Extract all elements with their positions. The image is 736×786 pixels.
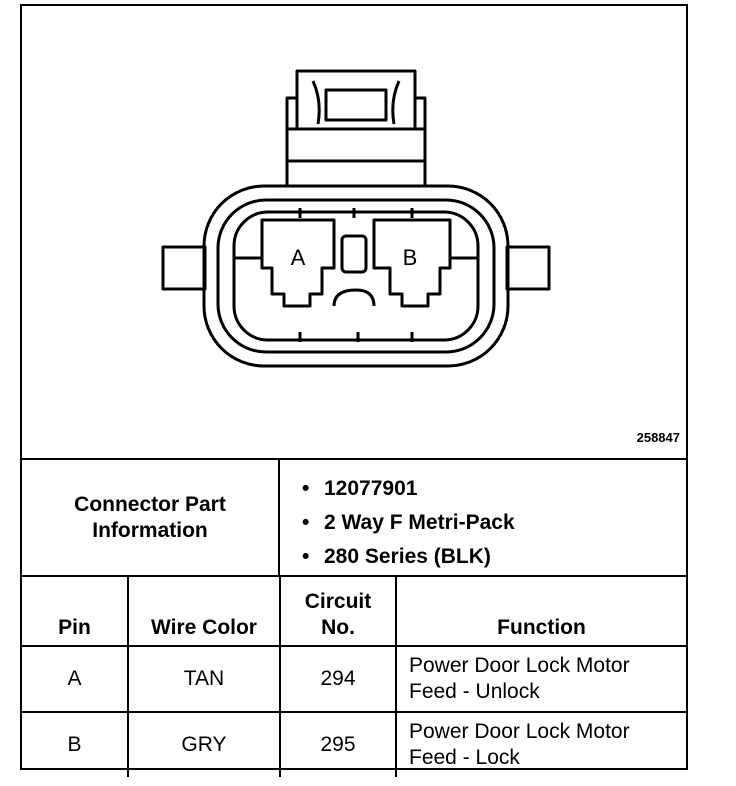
- connector-housing: [202, 184, 510, 368]
- connector-info-label: Connector Part Information: [22, 460, 280, 575]
- pin-cell: B: [22, 711, 129, 777]
- cavity-a: [260, 218, 336, 308]
- info-item-part-number: 12077901: [302, 472, 686, 506]
- connector-info-label-line1: Connector Part: [74, 492, 226, 516]
- pinout-table: Pin Wire Color Circuit No. Function A TA…: [22, 575, 686, 777]
- header-function: Function: [395, 575, 686, 647]
- connector-drawing: A B: [161, 69, 551, 368]
- table-row: A TAN 294 Power Door Lock Motor Feed - U…: [22, 645, 686, 713]
- header-circuit-line2: No.: [321, 616, 355, 639]
- cavity-bridge: [332, 288, 376, 307]
- header-circuit-line1: Circuit: [304, 590, 372, 613]
- connector-latch: [285, 69, 427, 186]
- function-line1: Power Door Lock Motor: [409, 720, 630, 743]
- function-line2: Feed - Lock: [409, 746, 520, 769]
- connector-info-row: Connector Part Information 12077901 2 Wa…: [22, 458, 686, 575]
- table-row: B GRY 295 Power Door Lock Motor Feed - L…: [22, 711, 686, 777]
- connector-side-ears: [161, 245, 551, 291]
- header-wire-color: Wire Color: [127, 575, 281, 647]
- connector-info-list: 12077901 2 Way F Metri-Pack 280 Series (…: [280, 460, 686, 575]
- header-pin: Pin: [22, 575, 129, 647]
- wire-color-cell: TAN: [127, 645, 281, 713]
- cavity-label-a: A: [291, 245, 306, 270]
- function-line2: Feed - Unlock: [409, 680, 540, 703]
- function-line1: Power Door Lock Motor: [409, 654, 630, 677]
- cavity-divider: [340, 234, 368, 274]
- figure-number: 258847: [636, 430, 680, 445]
- info-item-series: 280 Series (BLK): [302, 540, 686, 574]
- function-cell: Power Door Lock Motor Feed - Unlock: [395, 645, 686, 713]
- cavity-label-b: B: [403, 245, 418, 270]
- pin-cell: A: [22, 645, 129, 713]
- header-circuit: Circuit No.: [279, 575, 397, 647]
- circuit-cell: 295: [279, 711, 397, 777]
- cavity-b: [372, 218, 452, 308]
- connector-sheet: A B 258847 Connector Part Information 12…: [20, 4, 688, 777]
- wire-color-cell: GRY: [127, 711, 281, 777]
- circuit-cell: 294: [279, 645, 397, 713]
- function-cell: Power Door Lock Motor Feed - Lock: [395, 711, 686, 777]
- connector-info-label-line2: Information: [92, 518, 208, 542]
- pinout-header-row: Pin Wire Color Circuit No. Function: [22, 575, 686, 647]
- info-item-connector-type: 2 Way F Metri-Pack: [302, 506, 686, 540]
